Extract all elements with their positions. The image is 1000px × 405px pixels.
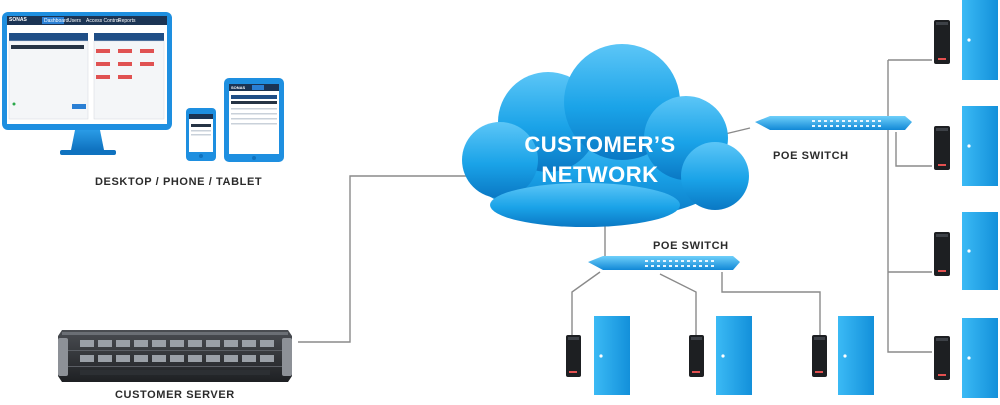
desktop-app-logo: SONAS bbox=[9, 17, 27, 23]
desktop-app-tab-dashboard[interactable]: Dashboard bbox=[44, 18, 69, 24]
card-reader-right-3 bbox=[934, 232, 950, 276]
poe-switch-bottom-label: POE SWITCH bbox=[653, 240, 729, 252]
cable-server-to-cloud bbox=[298, 175, 478, 343]
cable-bottom-switch-to-door-3 bbox=[721, 272, 821, 335]
cable-bottom-switch-to-door-2 bbox=[659, 273, 697, 335]
door-bottom-1 bbox=[594, 316, 630, 395]
tablet bbox=[224, 78, 284, 162]
cable-top-switch-trunk bbox=[887, 130, 932, 353]
card-reader-right-4 bbox=[934, 336, 950, 380]
card-reader-right-2 bbox=[934, 126, 950, 170]
server-label: CUSTOMER SERVER bbox=[115, 389, 235, 401]
phone bbox=[186, 108, 216, 161]
network-cables bbox=[298, 59, 932, 353]
door-right-3 bbox=[962, 212, 998, 290]
desktop-monitor bbox=[2, 12, 172, 155]
cable-top-switch-to-door-2 bbox=[895, 132, 932, 167]
network-label-line-1: CUSTOMER’S bbox=[524, 132, 676, 157]
card-reader-bottom-1 bbox=[566, 335, 581, 377]
cable-bottom-switch-to-door-1 bbox=[571, 271, 601, 335]
devices-label: DESKTOP / PHONE / TABLET bbox=[95, 176, 263, 188]
card-reader-bottom-3 bbox=[812, 335, 827, 377]
door-bottom-3 bbox=[838, 316, 874, 395]
network-label-line-2: NETWORK bbox=[541, 162, 659, 187]
customers-network-cloud bbox=[462, 44, 749, 227]
card-reader-bottom-2 bbox=[689, 335, 704, 377]
tablet-app-logo: SONAS bbox=[231, 85, 246, 90]
door-right-1 bbox=[962, 0, 998, 80]
network-label: CUSTOMER’S NETWORK bbox=[500, 130, 700, 190]
poe-switch-top bbox=[755, 116, 912, 130]
desktop-app-tab-reports[interactable]: Reports bbox=[118, 18, 136, 24]
door-bottom-2 bbox=[716, 316, 752, 395]
door-right-2 bbox=[962, 106, 998, 186]
desktop-app-tab-users[interactable]: Users bbox=[68, 18, 82, 24]
poe-switch-top-label: POE SWITCH bbox=[773, 150, 849, 162]
door-right-4 bbox=[962, 318, 998, 398]
desktop-app-tab-access-control[interactable]: Access Control bbox=[86, 18, 120, 24]
card-reader-right-1 bbox=[934, 20, 950, 64]
poe-switch-bottom bbox=[588, 256, 740, 270]
cable-cloud-to-bottom-switch bbox=[604, 220, 658, 263]
customer-server-rack bbox=[58, 330, 292, 382]
